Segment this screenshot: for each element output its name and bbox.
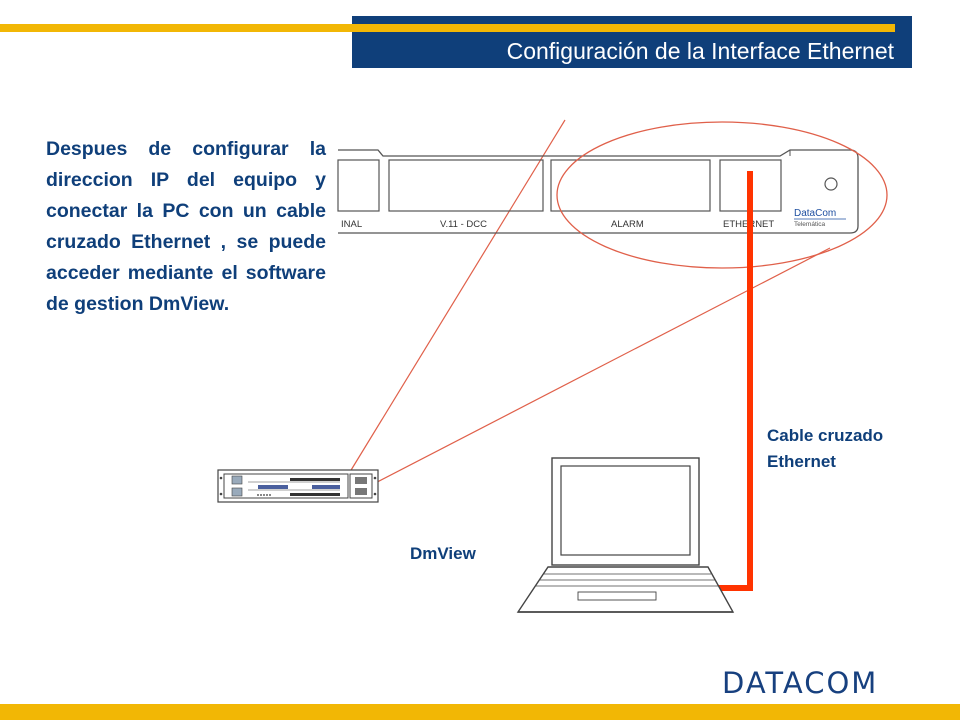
device-front-panel: INAL V.11 - DCC ALARM ETHERNET DataCom T… xyxy=(337,149,859,234)
rack-unit-icon xyxy=(217,469,379,503)
cable-label: Cable cruzado Ethernet xyxy=(767,426,884,471)
body-text: Despues de configurar la direccion IP de… xyxy=(46,138,326,315)
led-indicator xyxy=(824,177,838,191)
bottom-accent-bar xyxy=(0,704,960,720)
brand-logo: DATACOM xyxy=(722,666,879,700)
title-stripe xyxy=(352,24,895,32)
page-title: Configuración de la Interface Ethernet xyxy=(506,38,894,64)
callout-ellipse xyxy=(556,121,888,269)
port-label-v11: V.11 - DCC xyxy=(440,219,487,230)
port-label-alarm: ALARM xyxy=(611,219,644,230)
laptop-icon xyxy=(516,457,735,613)
top-accent-bar xyxy=(0,24,352,32)
callout-line-lower xyxy=(353,247,831,495)
device-logo: DataCom xyxy=(794,208,836,219)
port-slot-v11 xyxy=(388,159,544,212)
title-box: Configuración de la Interface Ethernet xyxy=(352,16,912,68)
pc-label: DmView xyxy=(410,544,476,563)
callout-line-upper xyxy=(344,119,566,481)
device-logo-sub: Telemática xyxy=(794,221,825,228)
port-slot-alarm xyxy=(550,159,711,212)
port-slot-terminal xyxy=(337,159,380,212)
port-label-terminal: INAL xyxy=(341,219,362,230)
crossover-cable xyxy=(712,171,753,591)
